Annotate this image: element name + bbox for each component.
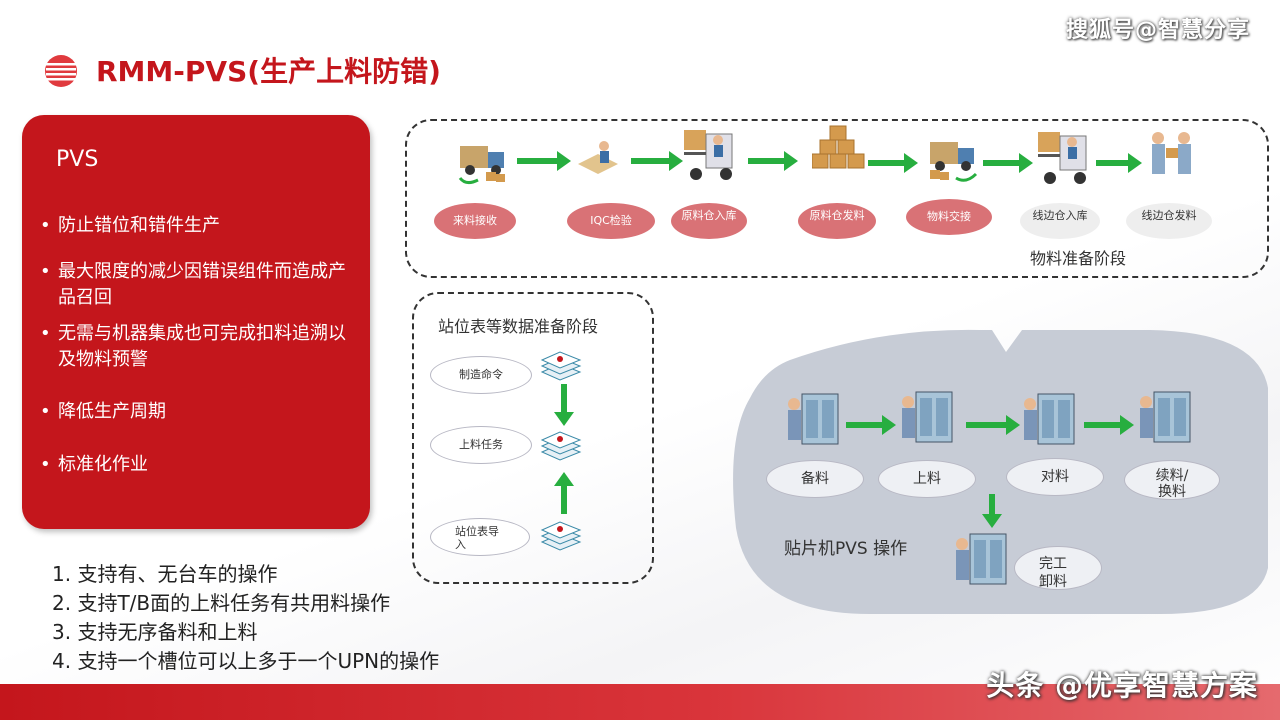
machine-stage-area — [733, 329, 1268, 614]
step-pill: 线边仓入库 — [1020, 203, 1100, 239]
pvs-heading: PVS — [56, 147, 99, 172]
note-item: 2. 支持T/B面的上料任务有共用料操作 — [52, 591, 391, 615]
arrow-down — [554, 384, 574, 426]
machine-operator-icon — [902, 391, 953, 443]
bottom-bar — [0, 684, 1280, 720]
machine-step-pill: 续料/换料 — [1124, 460, 1220, 500]
truck-icon — [458, 146, 505, 185]
arrow-right — [966, 415, 1020, 435]
data-stage-box — [412, 292, 654, 584]
arrow-right — [631, 151, 683, 171]
arrow-down — [982, 494, 1002, 528]
note-item: 4. 支持一个槽位可以上多于一个UPN的操作 — [52, 649, 440, 673]
pvs-panel: PVS •防止错位和错件生产 •最大限度的减少因错误组件而造成产品召回 •无需与… — [22, 115, 370, 529]
machine-step-pill: 对料 — [1006, 458, 1104, 496]
machine-step-pill: 完工卸料 — [1014, 546, 1102, 590]
inspection-icon — [578, 141, 618, 174]
machine-step-pill: 上料 — [878, 460, 976, 498]
arrow-right — [846, 415, 896, 435]
arrow-right — [983, 153, 1033, 173]
watermark-top: 搜狐号@智慧分享 — [1065, 18, 1250, 43]
logo-icon — [45, 55, 77, 87]
step-pill: 原料仓发料 — [798, 203, 876, 239]
material-stage-label: 物料准备阶段 — [1030, 249, 1127, 268]
step-pill: 来料接收 — [434, 203, 516, 239]
handover-people-icon — [1152, 132, 1191, 174]
machine-operator-icon — [1024, 393, 1075, 445]
arrow-right — [868, 153, 918, 173]
document-stack-icon — [540, 351, 582, 381]
note-item: 3. 支持无序备料和上料 — [52, 620, 258, 644]
arrow-right — [1096, 153, 1142, 173]
machine-step-pill: 备料 — [766, 460, 864, 498]
step-pill: 原料仓入库 — [671, 203, 747, 239]
arrow-right — [517, 151, 571, 171]
document-stack-icon — [540, 521, 582, 551]
arrow-right — [748, 151, 798, 171]
data-step-pill: 上料任务 — [430, 426, 532, 464]
arrow-up — [554, 472, 574, 514]
arrow-right — [1084, 415, 1134, 435]
feature-notes: 1. 支持有、无台车的操作 2. 支持T/B面的上料任务有共用料操作 3. 支持… — [52, 560, 439, 676]
machine-operator-icon — [956, 533, 1007, 585]
forklift-icon — [684, 130, 733, 180]
document-stack-icon — [540, 431, 582, 461]
forklift-icon — [1038, 132, 1087, 184]
data-step-pill: 制造命令 — [430, 356, 532, 394]
machine-operator-icon — [1140, 391, 1191, 443]
step-pill: IQC检验 — [567, 203, 655, 239]
note-item: 1. 支持有、无台车的操作 — [52, 562, 278, 586]
data-stage-label: 站位表等数据准备阶段 — [438, 317, 599, 336]
step-pill: 物料交接 — [906, 199, 992, 235]
step-pill: 线边仓发料 — [1126, 203, 1212, 239]
machine-stage-label: 贴片机PVS 操作 — [784, 539, 908, 559]
material-stage-box — [405, 119, 1269, 278]
handover-truck-icon — [930, 142, 978, 182]
page-title: RMM-PVS(生产上料防错) — [96, 55, 441, 88]
machine-operator-icon — [788, 393, 839, 445]
watermark-bottom: 头条 @优享智慧方案 — [986, 669, 1258, 702]
boxes-icon — [812, 125, 865, 169]
data-step-pill: 站位表导入 — [430, 518, 530, 556]
